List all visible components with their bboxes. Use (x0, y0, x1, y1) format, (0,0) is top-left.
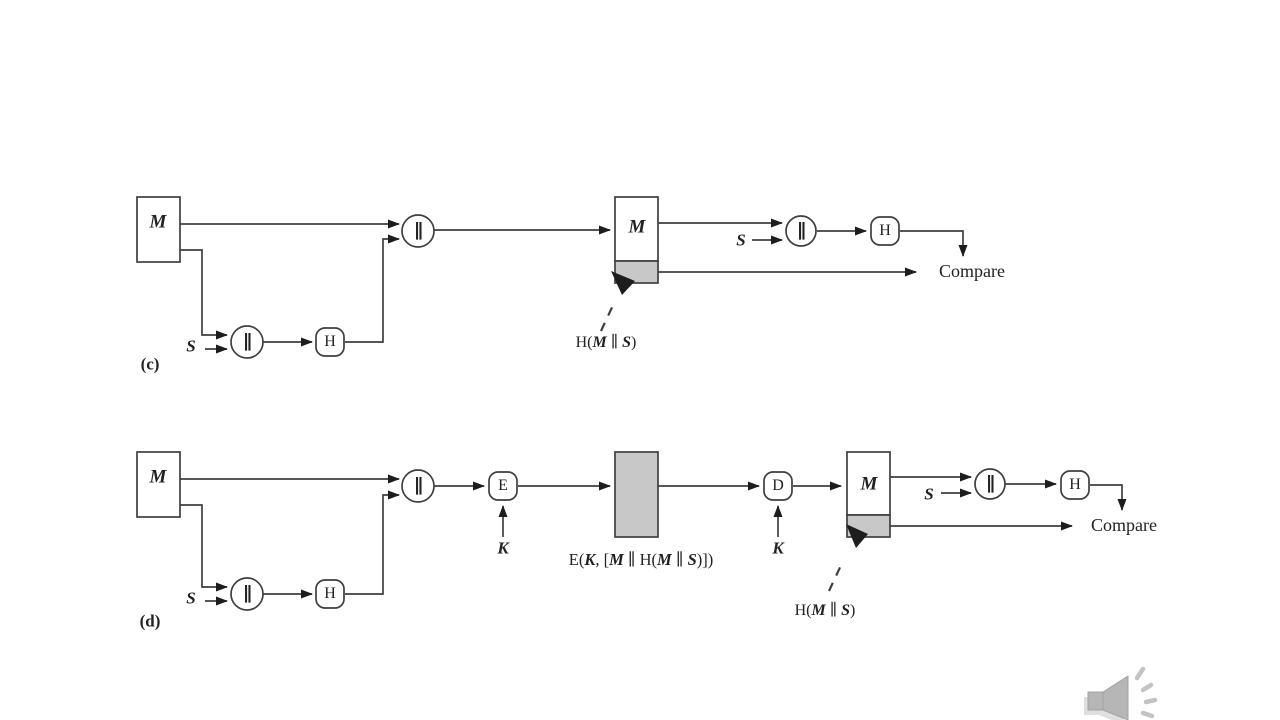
concat-node-main-d (401, 469, 435, 503)
hash-lower-d-label: H (324, 585, 336, 602)
hash-node-lower-d (315, 579, 345, 609)
ciphertext-block (614, 451, 659, 538)
section-label-c: (c) (140, 354, 160, 374)
hash-verify-c-label: H (879, 222, 891, 239)
concat-lower-d-symbol: ∥ (243, 583, 252, 604)
cipher-annotation: E(K, [M ∥ H(M ∥ S)]) (568, 549, 714, 569)
message-block-d-label: M (149, 466, 167, 488)
concat-main-c-symbol: ∥ (414, 220, 423, 241)
concat-node-main-c (401, 214, 435, 248)
concat-lower-c-symbol: ∥ (243, 331, 252, 352)
compare-label-d: Compare (1091, 515, 1157, 535)
decrypt-node-label: D (772, 477, 784, 494)
received-block-d-label: M (860, 473, 878, 495)
key-encrypt-label: K (497, 538, 509, 558)
hash-annotation-c: H(M ∥ S) (575, 334, 637, 351)
salt-verify-c-label: S (736, 230, 746, 250)
salt-input-c-label: S (186, 336, 196, 356)
part-c-artwork (136, 196, 968, 359)
salt-input-d-label: S (186, 588, 196, 608)
speaker-icon[interactable] (1084, 666, 1158, 720)
hash-node-lower-c (315, 327, 345, 357)
concat-node-lower-c (230, 325, 264, 359)
hash-lower-c-label: H (324, 333, 336, 350)
key-decrypt-label: K (772, 538, 784, 558)
hash-node-verify-d (1060, 470, 1090, 500)
concat-node-verify-d (974, 468, 1006, 500)
concat-node-lower-d (230, 577, 264, 611)
decrypt-node (763, 471, 793, 501)
encrypt-node (488, 471, 518, 501)
message-block-c (136, 196, 181, 263)
salt-verify-d-label: S (924, 484, 934, 504)
part-d-artwork (136, 451, 1127, 611)
concat-main-d-symbol: ∥ (414, 475, 423, 496)
hash-annotation-d: H(M ∥ S) (794, 602, 856, 619)
received-block-c-label: M (628, 216, 646, 238)
hash-node-verify-c (870, 216, 900, 246)
concat-verify-c-symbol: ∥ (797, 220, 806, 241)
encrypt-node-label: E (498, 477, 508, 494)
concat-node-verify-c (785, 215, 817, 247)
hash-verify-d-label: H (1069, 476, 1081, 493)
received-block-d (846, 451, 891, 516)
compare-label-c: Compare (939, 261, 1005, 281)
concat-verify-d-symbol: ∥ (986, 473, 995, 494)
section-label-d: (d) (139, 611, 161, 631)
message-block-c-label: M (149, 211, 167, 233)
message-block-d (136, 451, 181, 518)
